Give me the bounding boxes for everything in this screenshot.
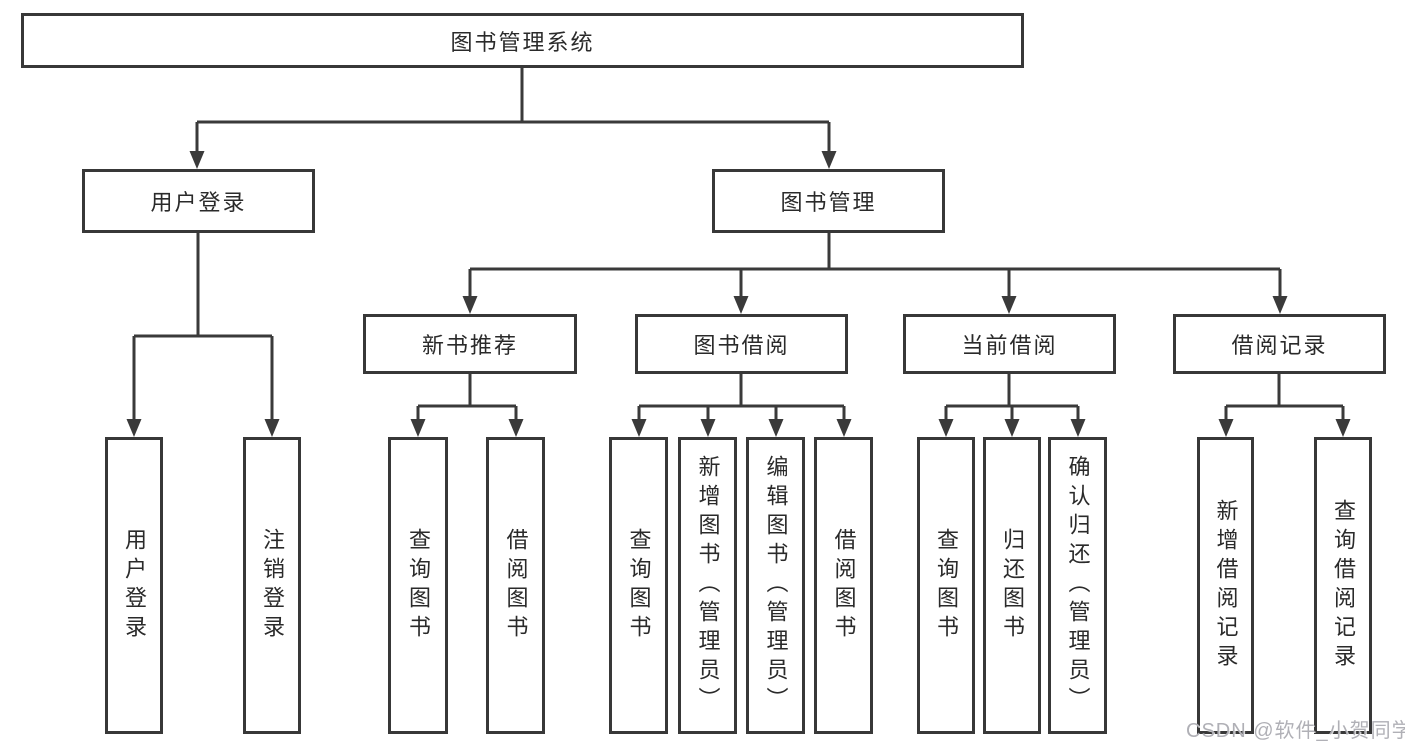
leaf-recommend-search-books: 查询图书 — [388, 437, 448, 734]
leaf-logout: 注销登录 — [243, 437, 301, 734]
node-book-management-label: 图书管理 — [780, 190, 877, 215]
leaf-add-borrow-record: 新增借阅记录 — [1197, 437, 1254, 734]
node-root: 图书管理系统 — [21, 13, 1024, 68]
leaf-current-search-books-label: 查询图书 — [934, 527, 959, 644]
leaf-logout-label: 注销登录 — [260, 527, 285, 644]
leaf-edit-book-admin: 编辑图书（管理员） — [746, 437, 805, 734]
leaf-search-borrow-record: 查询借阅记录 — [1314, 437, 1372, 734]
node-root-label: 图书管理系统 — [450, 29, 595, 55]
leaf-current-search-books: 查询图书 — [917, 437, 975, 734]
node-new-book-recommend: 新书推荐 — [363, 314, 577, 374]
leaf-search-borrow-record-label: 查询借阅记录 — [1331, 498, 1356, 673]
node-current-borrow: 当前借阅 — [903, 314, 1116, 374]
csdn-watermark: CSDN @软件_小贺同学 — [1186, 720, 1405, 742]
node-user-login-label: 用户登录 — [150, 190, 247, 215]
leaf-return-book: 归还图书 — [983, 437, 1041, 734]
leaf-borrow-borrow-books: 借阅图书 — [814, 437, 873, 734]
node-book-borrow: 图书借阅 — [635, 314, 848, 374]
leaf-borrow-search-books-label: 查询图书 — [626, 527, 652, 644]
leaf-borrow-borrow-books-label: 借阅图书 — [831, 527, 857, 644]
node-book-borrow-label: 图书借阅 — [693, 333, 790, 358]
leaf-recommend-borrow-books-label: 借阅图书 — [503, 527, 529, 644]
leaf-confirm-return-admin-label: 确认归还（管理员） — [1065, 455, 1091, 716]
leaf-recommend-search-books-label: 查询图书 — [406, 527, 431, 644]
leaf-add-book-admin: 新增图书（管理员） — [678, 437, 737, 734]
leaf-edit-book-admin-label: 编辑图书（管理员） — [763, 455, 789, 716]
node-new-book-recommend-label: 新书推荐 — [421, 333, 518, 358]
leaf-return-book-label: 归还图书 — [1000, 527, 1025, 644]
node-book-management: 图书管理 — [712, 169, 945, 233]
leaf-add-book-admin-label: 新增图书（管理员） — [695, 455, 721, 716]
leaf-confirm-return-admin: 确认归还（管理员） — [1048, 437, 1107, 734]
leaf-borrow-search-books: 查询图书 — [609, 437, 668, 734]
leaf-user-login-label: 用户登录 — [122, 527, 147, 644]
leaf-user-login: 用户登录 — [105, 437, 163, 734]
leaf-recommend-borrow-books: 借阅图书 — [486, 437, 545, 734]
node-current-borrow-label: 当前借阅 — [961, 333, 1058, 358]
node-user-login: 用户登录 — [82, 169, 315, 233]
node-borrow-records: 借阅记录 — [1173, 314, 1386, 374]
node-borrow-records-label: 借阅记录 — [1231, 333, 1328, 358]
leaf-add-borrow-record-label: 新增借阅记录 — [1213, 498, 1239, 673]
